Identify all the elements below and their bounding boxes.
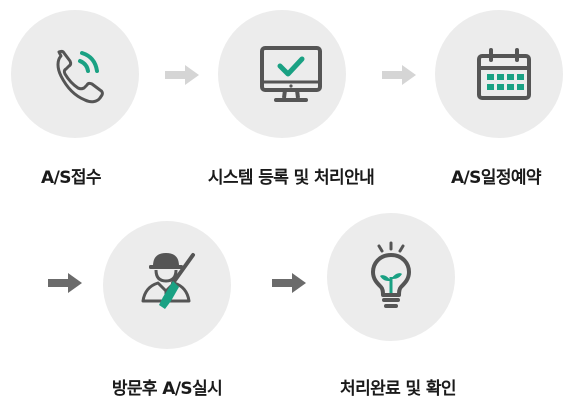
monitor-check-icon: [260, 46, 322, 102]
step-3-circle: [435, 10, 563, 138]
phone-icon: [56, 49, 104, 104]
step-4-circle: [103, 221, 231, 349]
lightbulb-icon: [371, 241, 411, 308]
arrow-right-icon: [270, 272, 308, 294]
step-1-circle: [11, 10, 139, 138]
technician-icon: [141, 253, 195, 309]
step-2-label: 시스템 등록 및 처리안내: [207, 168, 375, 188]
step-1-label: A/S접수: [41, 168, 101, 188]
step-5-circle: [327, 213, 455, 341]
step-2-circle: [218, 10, 346, 138]
step-5-label: 처리완료 및 확인: [340, 379, 457, 399]
arrow-right-icon: [163, 64, 201, 86]
step-4-label: 방문후 A/S실시: [111, 379, 223, 399]
arrow-right-icon: [380, 64, 418, 86]
arrow-right-icon: [46, 272, 84, 294]
calendar-icon: [477, 48, 531, 100]
step-3-label: A/S일정예약: [451, 168, 542, 188]
